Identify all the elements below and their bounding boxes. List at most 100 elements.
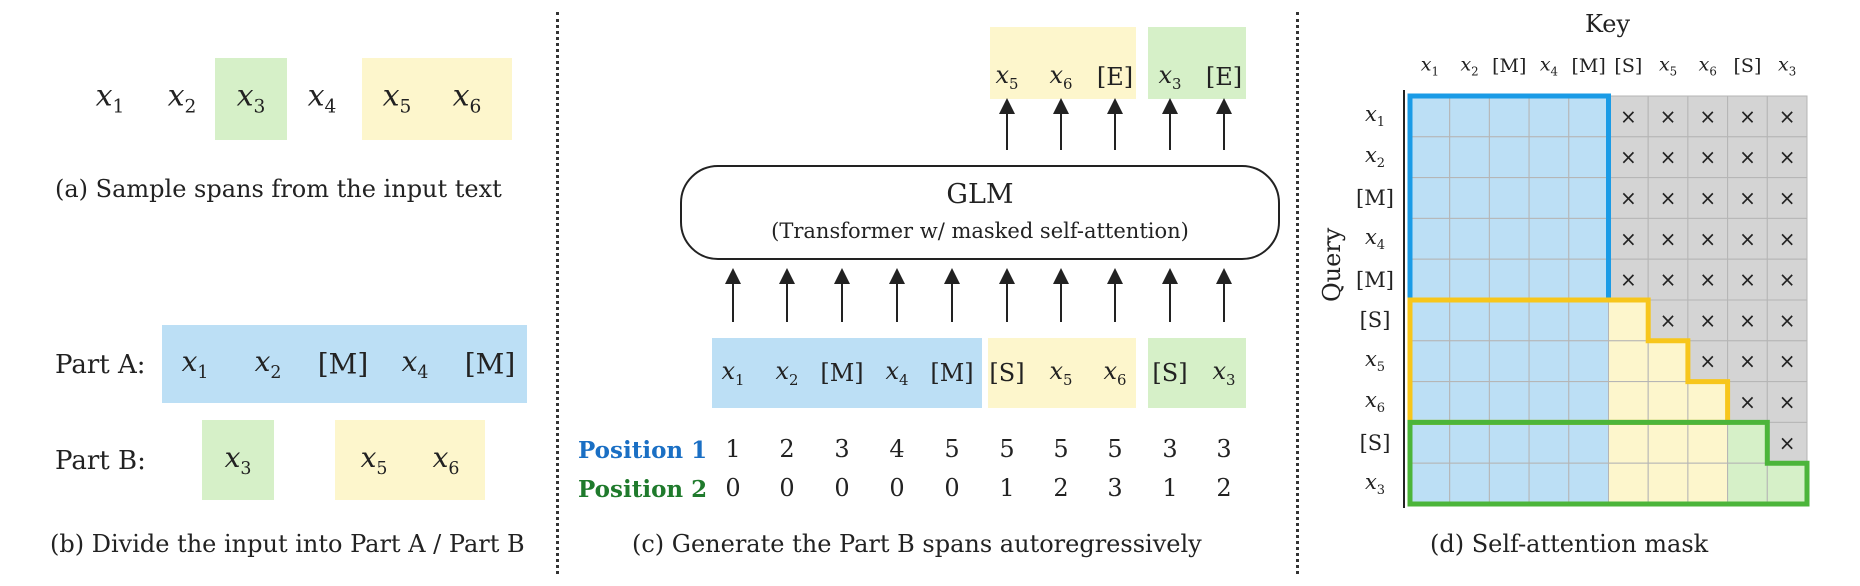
- position2-value: 0: [889, 474, 905, 502]
- key-label: Key: [1585, 10, 1631, 38]
- mask-cell-masked: [1647, 95, 1689, 138]
- part-a-token: x2: [254, 345, 282, 383]
- output-token: x3: [1158, 61, 1182, 93]
- part-a-label: Part A:: [55, 350, 146, 380]
- output-green-highlight: [1148, 27, 1246, 99]
- masked-symbol: ×: [1699, 268, 1716, 292]
- position2-value: 1: [1162, 474, 1178, 502]
- mask-cell-visible: [1608, 462, 1649, 505]
- mask-cell-visible: [1608, 340, 1649, 383]
- input-token: x6: [1103, 357, 1127, 389]
- token-x4: x4: [307, 78, 337, 118]
- position2-value: 0: [834, 474, 850, 502]
- masked-symbol: ×: [1779, 268, 1796, 292]
- mask-cell-visible: [1488, 95, 1530, 138]
- mask-cell-masked: [1727, 217, 1768, 260]
- masked-symbol: ×: [1779, 349, 1796, 373]
- input-token: x1: [721, 357, 745, 389]
- masked-symbol: ×: [1739, 104, 1756, 128]
- mask-cell-visible: [1488, 340, 1530, 383]
- token-x1: x1: [95, 78, 125, 118]
- masked-symbol: ×: [1660, 308, 1677, 332]
- query-token: x2: [1364, 143, 1386, 172]
- mask-cell-visible: [1409, 299, 1451, 342]
- caption-b: (b) Divide the input into Part A / Part …: [50, 530, 525, 558]
- masked-symbol: ×: [1699, 104, 1716, 128]
- mask-cell-visible: [1647, 462, 1689, 505]
- mask-cell-masked: [1647, 299, 1689, 342]
- mask-cell-visible: [1449, 217, 1490, 260]
- part-b-span1-highlight: [202, 420, 274, 500]
- span-x3-highlight: [215, 58, 287, 140]
- mask-cell-visible: [1568, 462, 1610, 505]
- mask-cell-visible: [1528, 217, 1570, 260]
- position2-value: 3: [1107, 474, 1123, 502]
- masked-symbol: ×: [1620, 104, 1637, 128]
- mask-cell-masked: [1727, 177, 1768, 219]
- query-token: x1: [1364, 102, 1386, 131]
- span2-mask-outline: [1407, 419, 1810, 507]
- position1-value: 5: [944, 435, 960, 463]
- mask-cell-visible: [1568, 299, 1610, 342]
- mask-cell-visible: [1528, 177, 1570, 219]
- separator-right: [1296, 12, 1299, 574]
- position2-value: 1: [999, 474, 1015, 502]
- span-x5-x6-highlight: [362, 58, 512, 140]
- masked-symbol: ×: [1660, 145, 1677, 169]
- masked-symbol: ×: [1779, 186, 1796, 210]
- token-x3: x3: [236, 78, 266, 118]
- part-a-token: x1: [181, 345, 209, 383]
- mask-cell-visible: [1488, 421, 1530, 464]
- key-token: [M]: [1571, 55, 1606, 77]
- query-token: x6: [1364, 387, 1386, 417]
- mask-cell-masked: [1647, 217, 1689, 260]
- position1-value: 5: [1053, 435, 1069, 463]
- mask-cell-visible: [1409, 421, 1451, 464]
- input-token: [S]: [989, 359, 1025, 387]
- query-token: x5: [1364, 347, 1386, 376]
- mask-cell-visible: [1727, 462, 1768, 505]
- mask-cell-visible: [1528, 95, 1570, 138]
- mask-cell-visible: [1608, 299, 1649, 342]
- mask-cell-visible: [1449, 95, 1490, 138]
- input-token: x4: [885, 357, 909, 389]
- mask-cell-masked: [1687, 95, 1729, 138]
- mask-cell-visible: [1449, 462, 1490, 505]
- mask-cell-masked: [1647, 177, 1689, 219]
- mask-cell-visible: [1528, 381, 1570, 423]
- mask-cell-visible: [1488, 299, 1530, 342]
- mask-cell-masked: [1687, 299, 1729, 342]
- key-token: [S]: [1733, 55, 1762, 77]
- glm-title: GLM: [946, 179, 1014, 210]
- mask-cell-visible: [1409, 258, 1451, 301]
- separator-left: [556, 12, 559, 574]
- masked-symbol: ×: [1620, 268, 1637, 292]
- input-token: x5: [1049, 357, 1073, 389]
- mask-cell-visible: [1568, 177, 1610, 219]
- masked-symbol: ×: [1699, 349, 1716, 373]
- masked-symbol: ×: [1699, 145, 1716, 169]
- position1-value: 3: [1162, 435, 1178, 463]
- mask-cell-masked: [1766, 258, 1808, 301]
- position1-value: 5: [1107, 435, 1123, 463]
- position2-value: 0: [944, 474, 960, 502]
- glm-model-box: GLM (Transformer w/ masked self-attentio…: [680, 165, 1280, 260]
- position1-value: 3: [834, 435, 850, 463]
- query-token: [M]: [1356, 186, 1394, 210]
- masked-symbol: ×: [1699, 227, 1716, 251]
- position2-value: 2: [1053, 474, 1069, 502]
- key-token: x6: [1698, 53, 1717, 79]
- masked-symbol: ×: [1660, 227, 1677, 251]
- mask-cell-visible: [1409, 136, 1451, 179]
- key-token: x3: [1778, 53, 1797, 79]
- key-token: [S]: [1614, 55, 1643, 77]
- masked-symbol: ×: [1739, 349, 1756, 373]
- output-token: [E]: [1205, 63, 1243, 91]
- mask-cell-visible: [1647, 381, 1689, 423]
- mask-cell-visible: [1647, 340, 1689, 383]
- masked-symbol: ×: [1739, 390, 1756, 414]
- position2-value: 2: [1216, 474, 1232, 502]
- mask-cell-visible: [1449, 299, 1490, 342]
- token-x5: x5: [382, 78, 412, 118]
